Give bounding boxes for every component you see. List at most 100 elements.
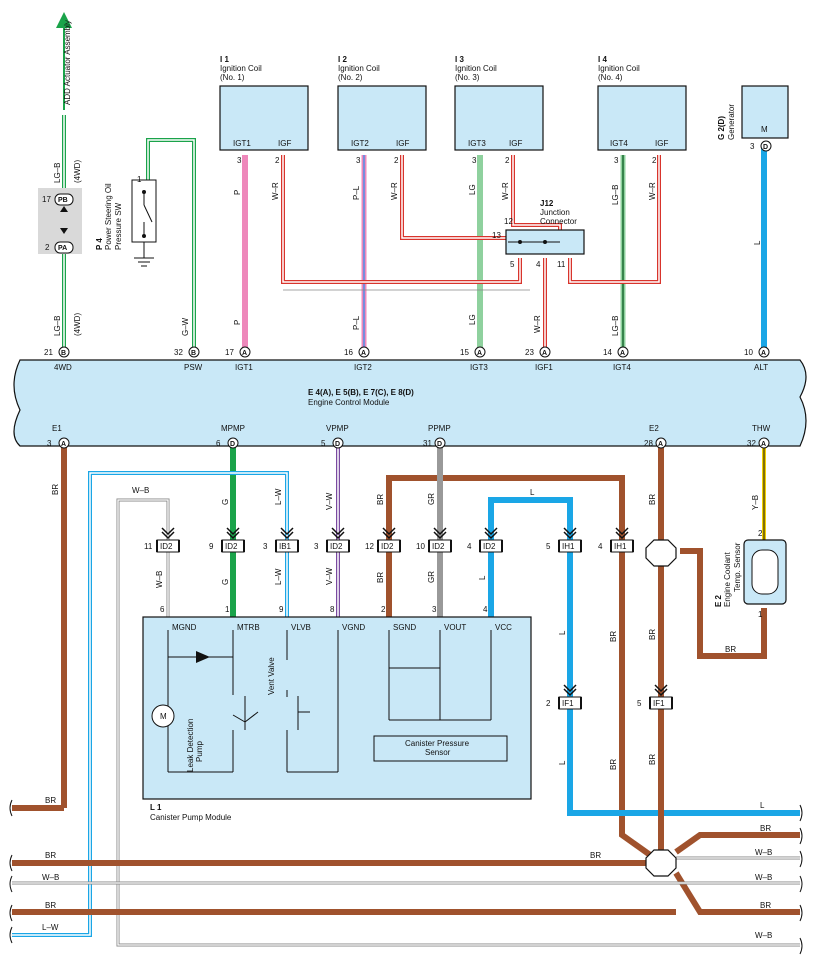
junction-name1: Junction xyxy=(540,208,570,217)
connector-code: ID2 xyxy=(432,542,445,551)
canister-terminal-name: VOUT xyxy=(444,623,466,632)
ecm-top-pin-conn: A xyxy=(620,350,625,357)
ecm-top-pin-name: IGT2 xyxy=(354,363,372,372)
ecm-top-pin-number: 21 xyxy=(44,348,53,357)
ecm-bottom-pin-conn: A xyxy=(61,441,66,448)
coil1-name: Ignition Coil xyxy=(220,64,262,73)
sensor-line1: Canister Pressure xyxy=(405,739,470,748)
ecm-top-pin-number: 17 xyxy=(225,348,234,357)
gr-wire-label-2: GR xyxy=(427,571,436,583)
coil2-id: I 2 xyxy=(338,55,347,64)
canister-terminal-name: MTRB xyxy=(237,623,260,632)
e1-wire-label: BR xyxy=(51,484,60,495)
ecm-top-pin-conn: A xyxy=(761,350,766,357)
coil3-wire-igt-top: LG xyxy=(468,184,477,195)
bus-right-2: BR xyxy=(760,824,771,833)
coil4-id: I 4 xyxy=(598,55,607,64)
igf-wires xyxy=(281,155,661,348)
canister-terminal-name: MGND xyxy=(172,623,197,632)
lw-wire-label: L–W xyxy=(274,488,283,505)
generator-name: Generator xyxy=(727,104,736,140)
ecm-top-pin-number: 10 xyxy=(744,348,753,357)
canister-terminal-pin: 8 xyxy=(330,605,335,614)
sensor-line2: Sensor xyxy=(425,748,451,757)
coil2-wire-igf: W–R xyxy=(390,182,399,200)
connector-code: IB1 xyxy=(279,542,292,551)
coil4-igt: IGT4 xyxy=(610,139,628,148)
ecm-top-pin-name: IGT1 xyxy=(235,363,253,372)
canister-terminal-pin: 9 xyxy=(279,605,284,614)
generator-id: G 2(D) xyxy=(717,116,726,140)
coil1-wire-igf: W–R xyxy=(271,182,280,200)
pressure-sensor-box xyxy=(373,735,508,762)
ecm-bottom-pin-number: 6 xyxy=(216,439,221,448)
bus-left-1: BR xyxy=(45,796,56,805)
coil2-num: (No. 2) xyxy=(338,73,363,82)
connector-pin: 3 xyxy=(314,542,319,551)
break-marks xyxy=(9,799,803,955)
e2-wire-label-2: BR xyxy=(648,629,657,640)
sgnd-wire-label-2: BR xyxy=(376,572,385,583)
ecm-top-pin-name: 4WD xyxy=(54,363,72,372)
br-wire-label-ih1-2: BR xyxy=(609,759,618,770)
bus-right-1: L xyxy=(760,801,765,810)
bus-mid-br: BR xyxy=(590,851,601,860)
coil4-wire-igt-top: LG–B xyxy=(611,185,620,205)
connector-code: IH1 xyxy=(562,542,575,551)
connector-code: IH1 xyxy=(614,542,627,551)
g-wire-label-2: G xyxy=(221,579,230,585)
connector-pin: 5 xyxy=(637,699,642,708)
ecm-top-pin-number: 23 xyxy=(525,348,534,357)
canister-terminal-name: VLVB xyxy=(291,623,311,632)
add-wire-color-top: LG–B xyxy=(53,163,62,183)
coolant-wire: BR xyxy=(725,645,736,654)
coil3-id: I 3 xyxy=(455,55,464,64)
ecm-top-pin-conn: B xyxy=(191,350,196,357)
coil4-wire-igt-bottom: LG–B xyxy=(611,316,620,336)
motor-label: M xyxy=(160,712,167,721)
ecm-top-pin-name: IGT4 xyxy=(613,363,631,372)
l-wire-label-3: L xyxy=(558,630,567,635)
splice-lower xyxy=(645,849,677,877)
coolant-line1: Engine Coolant xyxy=(723,552,732,607)
bus-right-5: BR xyxy=(760,901,771,910)
motor-icon xyxy=(151,704,175,728)
coolant-line2: Temp. Sensor xyxy=(733,542,742,592)
connector-code: IF1 xyxy=(653,699,665,708)
connector-pin: 4 xyxy=(598,542,603,551)
bus-left-2: BR xyxy=(45,851,56,860)
br-wire-label-ih1: BR xyxy=(609,631,618,642)
ecm-bottom-pin-conn: D xyxy=(335,441,340,448)
pressure-sw-pin: 1 xyxy=(137,175,142,184)
connector-pin: 12 xyxy=(365,542,374,551)
canister-terminal-pin: 6 xyxy=(160,605,165,614)
pressure-sw-line1: Power Steering Oil xyxy=(104,183,113,250)
coil4-pin-igt: 3 xyxy=(614,156,619,165)
ecm-bottom-pin-name: VPMP xyxy=(326,424,349,433)
canister-id: L 1 xyxy=(150,803,162,812)
psw-wire-color: G–W xyxy=(181,317,190,336)
coil3-pin-igt: 3 xyxy=(472,156,477,165)
add-wire-color-bottom: LG–B xyxy=(53,316,62,336)
coil2-name: Ignition Coil xyxy=(338,64,380,73)
vcc-wire-label-2: L xyxy=(478,575,487,580)
canister-name: Canister Pump Module xyxy=(150,813,232,822)
bus-right-6: W–B xyxy=(755,931,772,940)
ecm-bottom-pin-number: 3 xyxy=(47,439,52,448)
ecm-top-pin-number: 15 xyxy=(460,348,469,357)
coil2-igf: IGF xyxy=(396,139,409,148)
ecm-bottom-pin-conn: A xyxy=(658,441,663,448)
coil4-wire-igf: W–R xyxy=(648,182,657,200)
generator-conn: D xyxy=(763,144,768,151)
ecm-bottom-pin-number: 28 xyxy=(644,439,653,448)
coil4-pin-igf: 2 xyxy=(652,156,657,165)
canister-terminal-pin: 3 xyxy=(432,605,437,614)
pump-label-2: Pump xyxy=(195,741,204,762)
connector-pin: 10 xyxy=(416,542,425,551)
coil1-num: (No. 1) xyxy=(220,73,245,82)
gr-wire-label: GR xyxy=(427,493,436,505)
